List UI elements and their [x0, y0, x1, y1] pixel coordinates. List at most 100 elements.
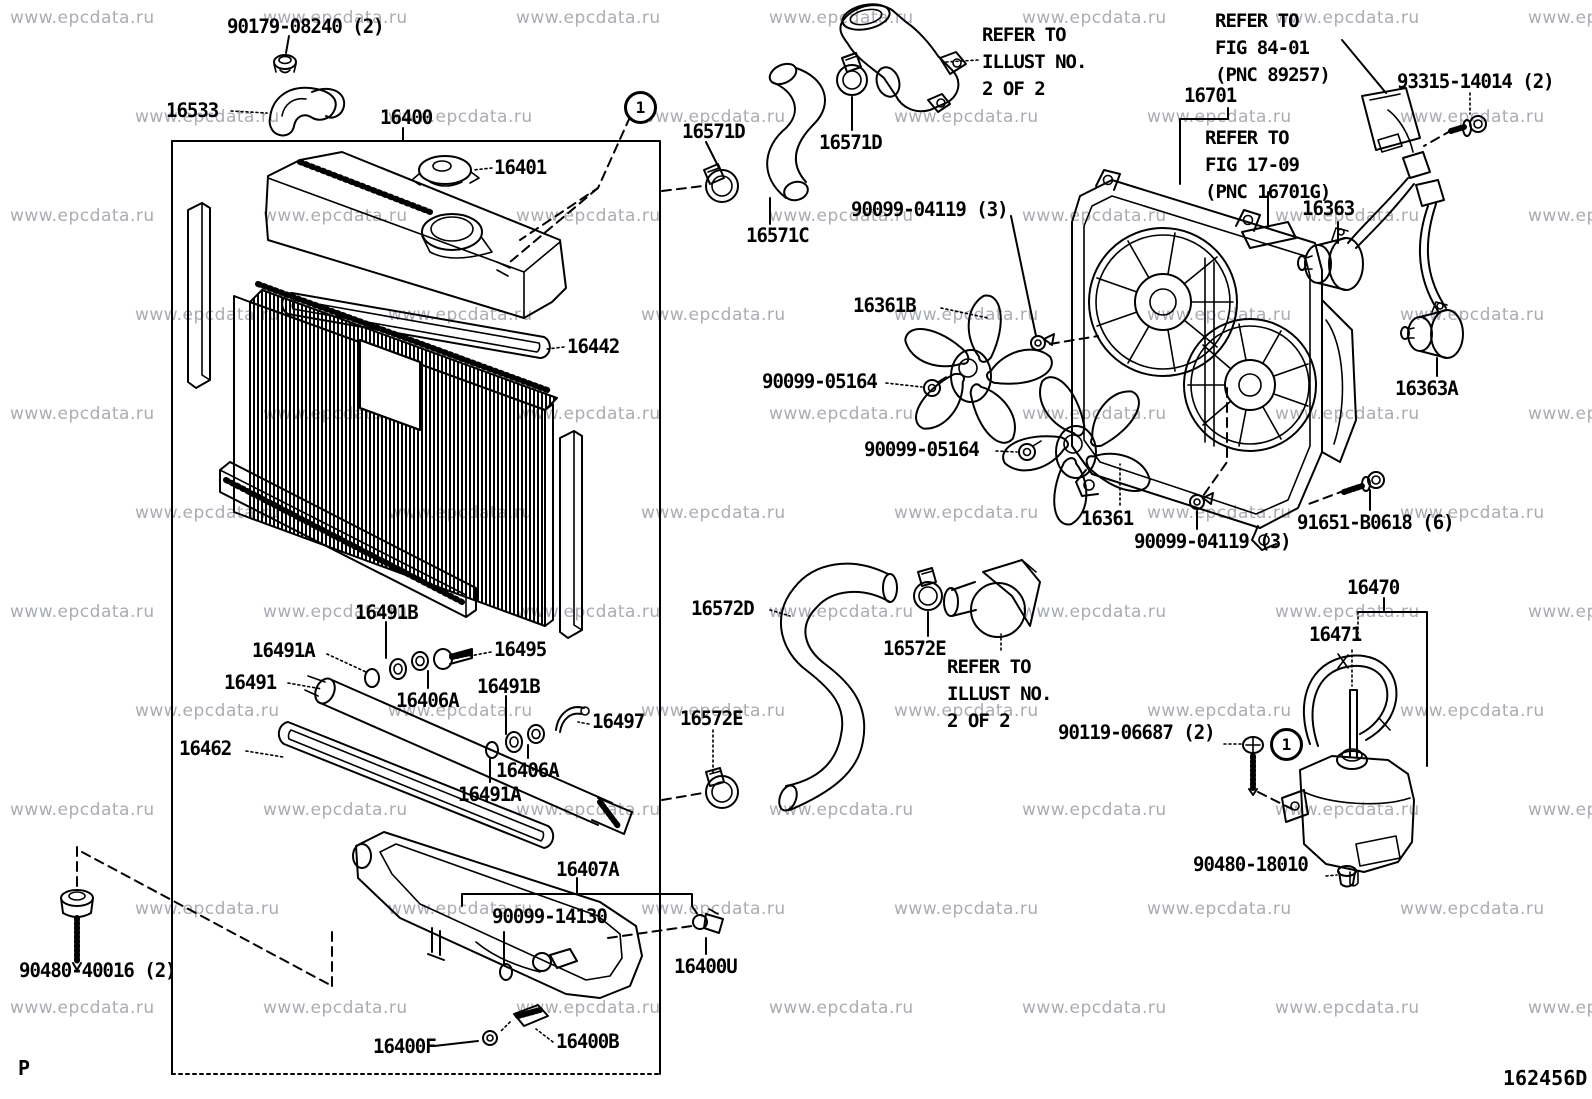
watermark-text: www.epcdata.ru: [1528, 8, 1592, 28]
note-line: (PNC 16701G): [1205, 181, 1331, 203]
plug-90480-18010-drawing: [1337, 865, 1357, 888]
watermark-text: www.epcdata.ru: [1275, 800, 1420, 820]
watermark-text: www.epcdata.ru: [641, 305, 786, 325]
watermark-text: www.epcdata.ru: [1275, 998, 1420, 1018]
note-line: 2 OF 2: [982, 78, 1046, 100]
watermark-text: www.epcdata.ru: [1400, 899, 1545, 919]
note-refer-fig-84-01: REFER TO FIG 84-01 (PNC 89257): [1215, 8, 1331, 89]
part-label-16571C: 16571C: [746, 224, 810, 248]
note-refer-illust-top: REFER TO ILLUST NO. 2 OF 2: [982, 22, 1087, 103]
part-label-16491: 16491: [224, 671, 277, 695]
watermark-text: www.epcdata.ru: [516, 8, 661, 28]
part-label-16407A: 16407A: [556, 858, 620, 882]
part-label-16571D-a: 16571D: [682, 120, 746, 144]
bolt-90119-drawing: [1242, 736, 1264, 796]
hose-16572D-drawing: [778, 562, 898, 812]
water-outlet-drawing: [839, 3, 967, 113]
watermark-text: www.epcdata.ru: [10, 8, 155, 28]
watermark-text: www.epcdata.ru: [1528, 800, 1592, 820]
part-label-90099-04119-a: 90099-04119 (3): [851, 198, 1009, 222]
note-line: REFER TO: [947, 656, 1032, 678]
fan-16361-drawing: [1002, 376, 1151, 526]
part-label-16363: 16363: [1302, 197, 1355, 221]
part-label-90480-18010: 90480-18010: [1193, 853, 1309, 877]
radiator-upper-tank-drawing: [265, 151, 567, 319]
watermark-text: www.epcdata.ru: [641, 107, 786, 127]
part-label-16400: 16400: [380, 106, 433, 130]
fan-motor-16363-drawing: [1297, 227, 1364, 291]
part-label-16495: 16495: [494, 638, 547, 662]
grommet-90480-40016-drawing: [60, 889, 94, 971]
watermark-text: www.epcdata.ru: [263, 8, 408, 28]
watermark-text: www.epcdata.ru: [516, 206, 661, 226]
part-label-91651-B0618: 91651-B0618 (6): [1297, 511, 1455, 535]
drain-cock-16400U-drawing: [692, 908, 724, 934]
callout-circle-1-radiator: 1: [624, 91, 657, 124]
watermark-text: www.epcdata.ru: [769, 800, 914, 820]
oil-cooler-pipe-drawing: [304, 648, 633, 835]
part-label-16361: 16361: [1081, 507, 1134, 531]
fan-16361B-drawing: [904, 294, 1053, 444]
watermark-text: www.epcdata.ru: [1147, 701, 1292, 721]
note-line: 2 OF 2: [947, 710, 1011, 732]
watermark-text: www.epcdata.ru: [263, 998, 408, 1018]
part-label-16491B-b: 16491B: [477, 675, 541, 699]
part-label-90179-08240: 90179-08240 (2): [227, 15, 385, 39]
part-label-16701: 16701: [1184, 84, 1237, 108]
watermark-text: www.epcdata.ru: [1147, 899, 1292, 919]
watermark-text: www.epcdata.ru: [769, 206, 914, 226]
construction-dashes: [76, 116, 1453, 987]
screw-93315-drawing: [1448, 115, 1487, 137]
gasket-16462-drawing: [277, 721, 555, 849]
note-line: REFER TO: [982, 24, 1067, 46]
clip-90099-04119-b-drawing: [1189, 492, 1214, 510]
watermark-text: www.epcdata.ru: [1528, 602, 1592, 622]
part-label-90099-05164-a: 90099-05164: [762, 370, 878, 394]
watermark-text: www.epcdata.ru: [1400, 701, 1545, 721]
watermark-text: www.epcdata.ru: [10, 800, 155, 820]
note-line: FIG 84-01: [1215, 37, 1310, 59]
watermark-text: www.epcdata.ru: [388, 899, 533, 919]
part-label-16491B-a: 16491B: [355, 601, 419, 625]
note-refer-fig-17-09: REFER TO FIG 17-09 (PNC 16701G): [1205, 125, 1331, 206]
grommet-90099-05164-b-drawing: [1018, 440, 1042, 461]
hose-16571C-drawing: [766, 62, 826, 202]
watermark-text: www.epcdata.ru: [1022, 800, 1167, 820]
mount-bracket-16533-drawing: [268, 54, 346, 137]
watermark-text: www.epcdata.ru: [894, 899, 1039, 919]
bolt-91651-drawing: [1341, 471, 1385, 495]
part-label-16442: 16442: [567, 335, 620, 359]
hose-clamp-16571D-a-drawing: [703, 163, 739, 203]
part-label-16462: 16462: [179, 737, 232, 761]
watermark-text: www.epcdata.ru: [263, 800, 408, 820]
radiator-cap-16401-drawing: [411, 155, 480, 187]
watermark-text: www.epcdata.ru: [516, 998, 661, 1018]
side-seal-strips-drawing: [187, 202, 583, 639]
watermark-text: www.epcdata.ru: [1528, 998, 1592, 1018]
watermark-text: www.epcdata.ru: [1022, 8, 1167, 28]
part-label-16361B: 16361B: [853, 294, 917, 318]
watermark-text: www.epcdata.ru: [388, 107, 533, 127]
watermark-text: www.epcdata.ru: [1147, 503, 1292, 523]
watermark-text: www.epcdata.ru: [894, 503, 1039, 523]
watermark-text: www.epcdata.ru: [10, 404, 155, 424]
watermark-text: www.epcdata.ru: [894, 701, 1039, 721]
part-label-16406A-b: 16406A: [496, 759, 560, 783]
note-line: ILLUST NO.: [982, 51, 1087, 73]
fan-motor-16363A-drawing: [1400, 301, 1464, 359]
page-letter: P: [18, 1056, 31, 1080]
note-line: REFER TO: [1215, 10, 1300, 32]
water-inlet-housing-drawing: [943, 559, 1041, 638]
watermark-text: www.epcdata.ru: [769, 8, 914, 28]
watermark-text: www.epcdata.ru: [894, 107, 1039, 127]
watermark-text: www.epcdata.ru: [1022, 602, 1167, 622]
watermark-text: www.epcdata.ru: [263, 206, 408, 226]
hose-clamp-16572E-a-drawing: [913, 567, 943, 611]
watermark-text: www.epcdata.ru: [388, 701, 533, 721]
part-label-16491A-b: 16491A: [458, 783, 522, 807]
note-line: ILLUST NO.: [947, 683, 1052, 705]
watermark-text: www.epcdata.ru: [769, 602, 914, 622]
lower-tank-drawing: [352, 831, 643, 1046]
diagram-code: 162456D: [1503, 1066, 1588, 1090]
